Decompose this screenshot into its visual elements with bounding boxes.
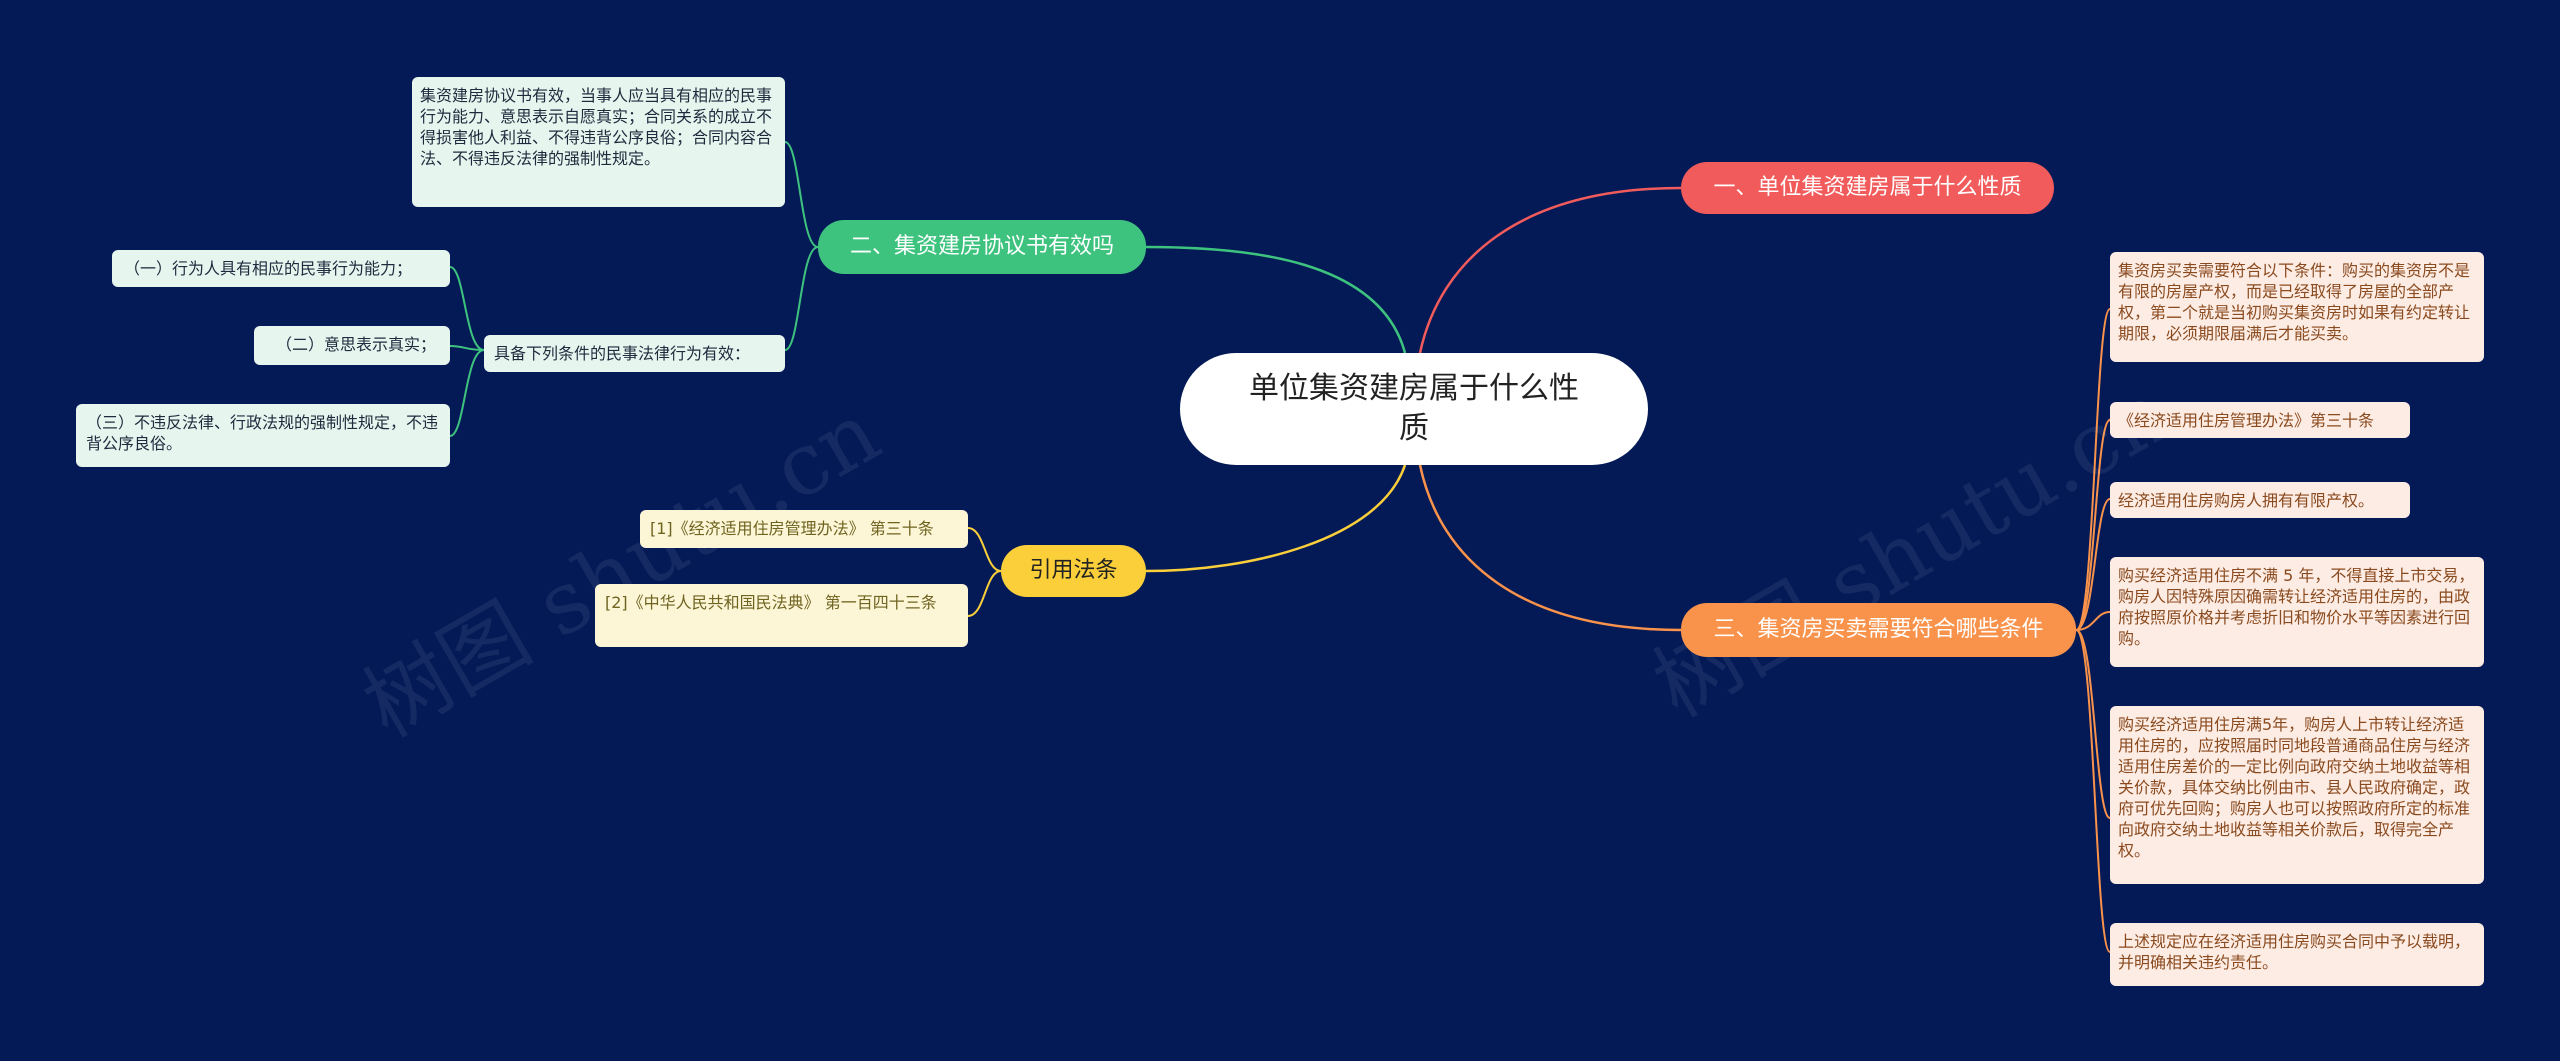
- connector-green-conditions: [784, 246, 819, 351]
- connector-orange-3: [2075, 498, 2111, 631]
- condition-detail[interactable]: 《经济适用住房管理办法》第三十条: [2110, 402, 2410, 438]
- connector-orange-5: [2075, 629, 2111, 819]
- connector-conditions-1: [449, 266, 485, 351]
- connector-conditions-2: [449, 345, 485, 351]
- condition-detail[interactable]: 上述规定应在经济适用住房购买合同中予以载明，并明确相关违约责任。: [2110, 923, 2484, 986]
- connector-orange-1: [2075, 308, 2111, 631]
- condition-detail[interactable]: 经济适用住房购房人拥有有限产权。: [2110, 482, 2410, 518]
- connector-ref-1: [967, 527, 1002, 572]
- agreement-summary-note[interactable]: 集资建房协议书有效，当事人应当具有相应的民事行为能力、意思表示自愿真实；合同关系…: [412, 77, 785, 207]
- branch-trade-conditions[interactable]: 三、集资房买卖需要符合哪些条件: [1681, 603, 2076, 657]
- condition-detail[interactable]: 集资房买卖需要符合以下条件：购买的集资房不是有限的房屋产权，而是已经取得了房屋的…: [2110, 252, 2484, 362]
- connector-center-orange: [1418, 464, 1682, 632]
- condition-detail[interactable]: 购买经济适用住房不满 5 年，不得直接上市交易，购房人因特殊原因确需转让经济适用…: [2110, 557, 2484, 667]
- condition-item[interactable]: （三）不违反法律、行政法规的强制性规定，不违背公序良俗。: [76, 404, 450, 467]
- connector-green-summary: [784, 141, 819, 248]
- connector-center-red: [1418, 186, 1682, 354]
- condition-detail[interactable]: 购买经济适用住房满5年，购房人上市转让经济适用住房的，应按照届时同地段普通商品住…: [2110, 706, 2484, 884]
- connector-orange-6: [2075, 629, 2111, 953]
- condition-item[interactable]: （一）行为人具有相应的民事行为能力；: [112, 250, 450, 287]
- condition-item[interactable]: （二）意思表示真实；: [254, 326, 450, 365]
- branch-cited-laws[interactable]: 引用法条: [1001, 545, 1146, 597]
- central-topic[interactable]: 单位集资建房属于什么性质: [1180, 353, 1648, 465]
- branch-agreement-validity[interactable]: 二、集资建房协议书有效吗: [818, 220, 1146, 274]
- conditions-heading[interactable]: 具备下列条件的民事法律行为有效：: [484, 335, 785, 372]
- branch-property-nature[interactable]: 一、单位集资建房属于什么性质: [1681, 162, 2054, 214]
- law-reference-item[interactable]: [1]《经济适用住房管理办法》 第三十条: [640, 510, 968, 548]
- connector-orange-2: [2075, 419, 2111, 631]
- connector-conditions-3: [449, 349, 485, 437]
- connector-center-yellow: [1145, 464, 1407, 573]
- connector-orange-4: [2075, 611, 2111, 631]
- connector-ref-2: [967, 570, 1002, 617]
- law-reference-item[interactable]: [2]《中华人民共和国民法典》 第一百四十三条: [595, 584, 968, 647]
- connector-center-green: [1145, 245, 1407, 354]
